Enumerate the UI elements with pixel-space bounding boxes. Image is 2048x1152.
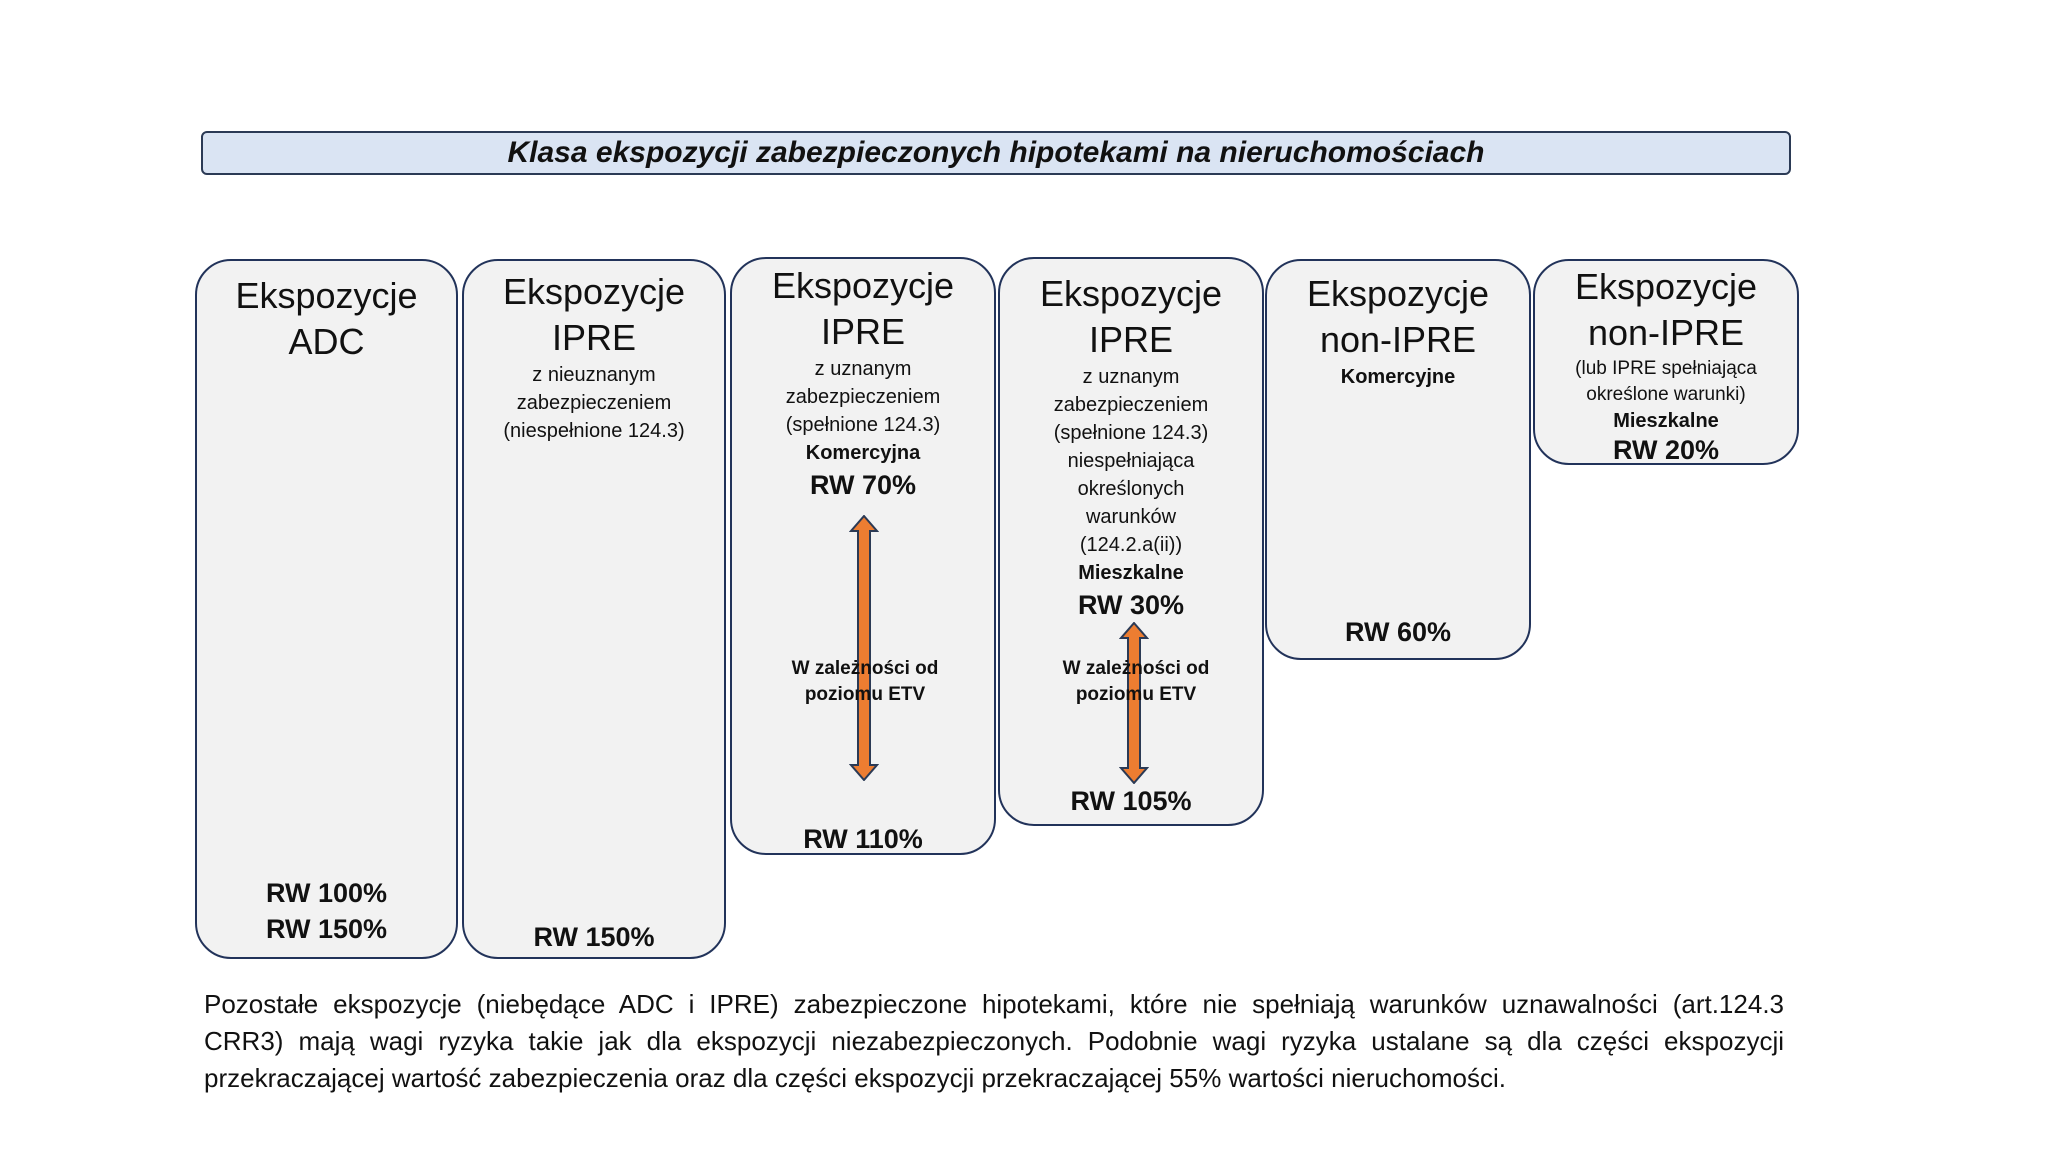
card-description: określonych — [1077, 478, 1185, 500]
card-heading: Ekspozycje — [1306, 273, 1490, 314]
card-description: z nieuznanym — [532, 364, 656, 386]
card-category: Komercyjne — [1340, 366, 1456, 388]
card-description: zabezpieczeniem — [516, 392, 672, 414]
card-heading: Ekspozycje — [1039, 273, 1223, 314]
footer-line: CRR3) mają wagi ryzyka takie jak dla eks… — [204, 1026, 1784, 1056]
etv-note: W zależności od poziomu ETV — [791, 658, 939, 705]
card-description: (niespełnione 124.3) — [503, 420, 685, 442]
risk-weight-min: RW 70% — [809, 470, 917, 500]
card-description: warunków — [1085, 506, 1177, 528]
card-heading: Ekspozycje — [235, 275, 418, 316]
card-non-ipre-residential: Ekspozycje non-IPRE (lub IPRE spełniając… — [1533, 259, 1799, 465]
card-subheading: ADC — [288, 321, 365, 362]
footer-line: Pozostałe ekspozycje (niebędące ADC i IP… — [204, 989, 1784, 1019]
double-arrow-icon — [849, 515, 879, 781]
card-description: (spełnione 124.3) — [1053, 422, 1209, 444]
card-description: zabezpieczeniem — [785, 386, 941, 408]
card-subheading: IPRE — [1088, 319, 1174, 360]
footer-note: Pozostałe ekspozycje (niebędące ADC i IP… — [204, 986, 1784, 1097]
card-subheading: IPRE — [551, 317, 637, 358]
card-ipre-unrecognized: Ekspozycje IPRE z nieuznanym zabezpiecze… — [462, 259, 726, 959]
card-category: Komercyjna — [805, 442, 921, 464]
card-ipre-residential: Ekspozycje IPRE z uznanym zabezpieczenie… — [998, 257, 1264, 826]
card-description: zabezpieczeniem — [1053, 394, 1209, 416]
card-ipre-commercial: Ekspozycje IPRE z uznanym zabezpieczenie… — [730, 257, 996, 855]
card-description: (spełnione 124.3) — [785, 414, 941, 436]
risk-weight: RW 150% — [265, 914, 388, 944]
card-heading: Ekspozycje — [502, 271, 686, 312]
double-arrow-icon — [1119, 622, 1149, 784]
risk-weight: RW 100% — [265, 878, 388, 908]
risk-weight: RW 60% — [1344, 617, 1452, 647]
risk-weight: RW 150% — [533, 922, 655, 952]
risk-weight: RW 20% — [1612, 435, 1720, 465]
card-category: Mieszkalne — [1078, 562, 1184, 584]
card-heading: Ekspozycje — [771, 265, 955, 306]
card-description: z uznanym — [814, 358, 912, 380]
risk-weight-min: RW 30% — [1077, 590, 1185, 620]
card-description: z uznanym — [1082, 366, 1180, 388]
risk-weight-max: RW 110% — [803, 824, 923, 854]
card-subheading: non-IPRE — [1587, 312, 1745, 353]
diagram-title: Klasa ekspozycji zabezpieczonych hipotek… — [201, 131, 1791, 175]
card-heading: Ekspozycje — [1574, 266, 1758, 307]
card-description: (124.2.a(ii)) — [1079, 534, 1183, 556]
etv-note: W zależności od poziomu ETV — [1062, 658, 1210, 705]
card-description: określone warunki) — [1586, 384, 1746, 405]
card-description: (lub IPRE spełniająca — [1575, 358, 1757, 379]
footer-line: przekraczającej wartość zabezpieczenia o… — [204, 1063, 1506, 1093]
card-category: Mieszkalne — [1613, 410, 1719, 432]
card-subheading: non-IPRE — [1319, 319, 1477, 360]
card-non-ipre-commercial: Ekspozycje non-IPRE Komercyjne RW 60% — [1265, 259, 1531, 660]
card-adc: Ekspozycje ADC RW 100% RW 150% — [195, 259, 458, 959]
card-description: niespełniająca — [1067, 450, 1195, 472]
card-subheading: IPRE — [820, 311, 906, 352]
risk-weight-max: RW 105% — [1070, 786, 1192, 816]
